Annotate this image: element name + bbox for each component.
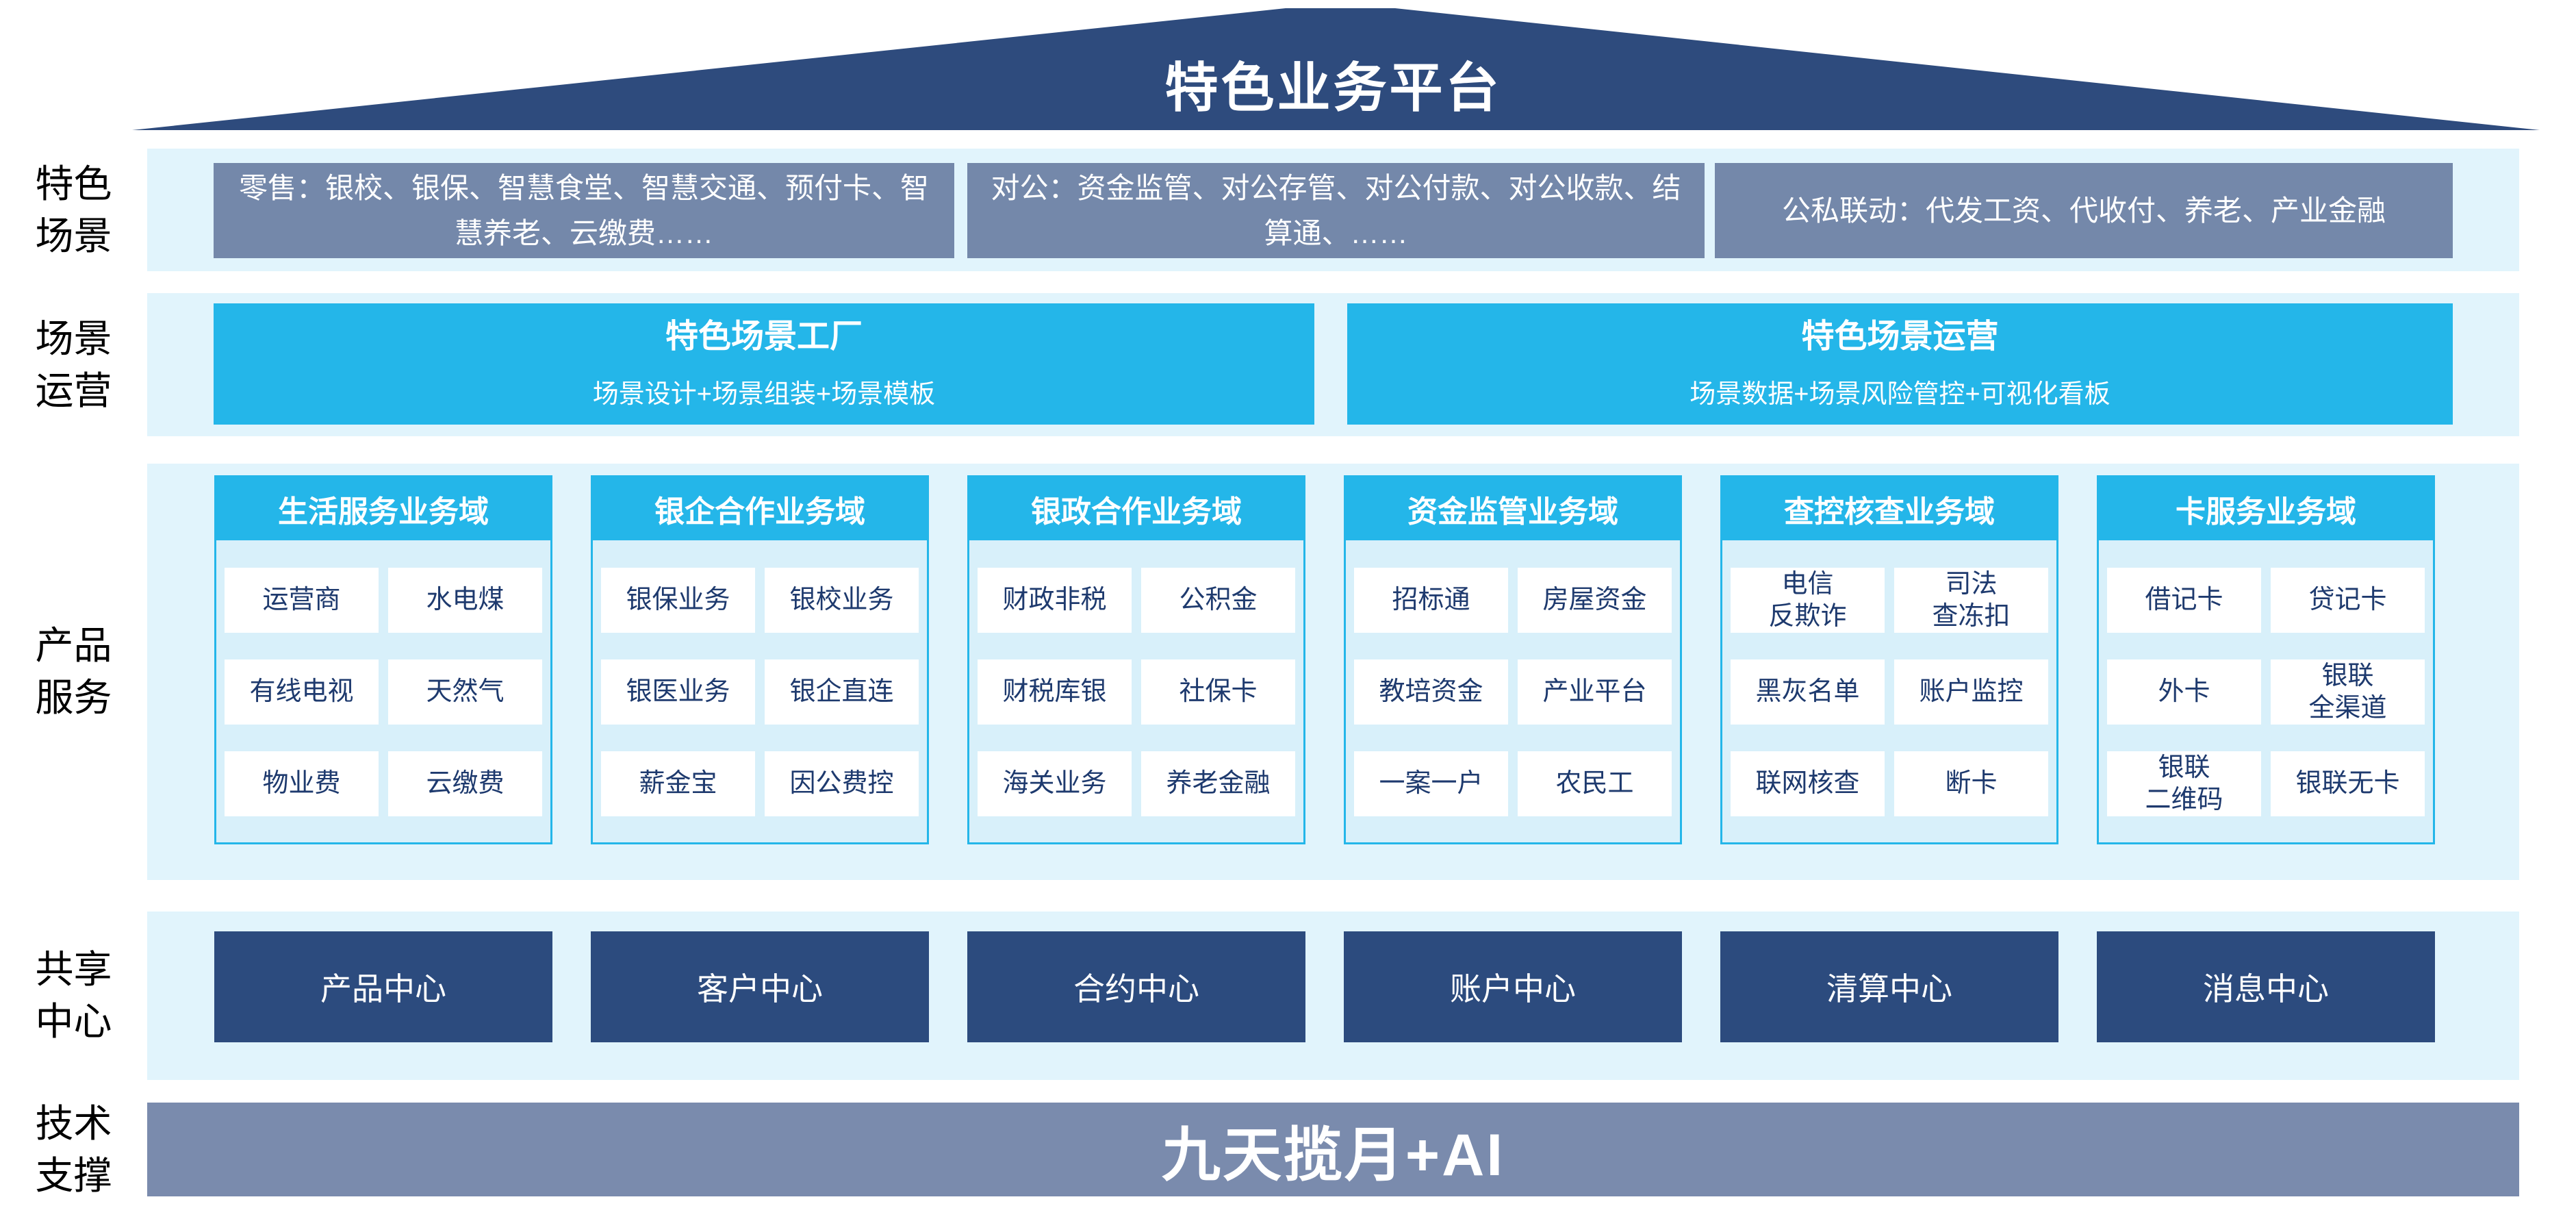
platform-title: 特色业务平台: [1164, 58, 1502, 118]
scenario-factory-subtitle: 场景设计+场景组装+场景模板: [592, 380, 936, 409]
center-box-clearing: 清算中心: [1720, 931, 2058, 1042]
product-cell: 水电煤: [388, 568, 542, 633]
column-header: 卡服务业务域: [2099, 477, 2433, 540]
column-header: 资金监管业务域: [1346, 477, 1680, 540]
product-cell: 贷记卡: [2271, 568, 2425, 633]
scenario-operations-band: 特色场景工厂 场景设计+场景组装+场景模板 特色场景运营 场景数据+场景风险管控…: [147, 293, 2519, 436]
product-column-fund-supervision: 资金监管业务域 招标通 房屋资金 教培资金 产业平台 一案一户 农民工: [1344, 475, 1682, 844]
tech-support-bar: 九天揽月+AI: [147, 1103, 2519, 1196]
product-cell: 电信 反欺诈: [1731, 568, 1885, 633]
column-header: 银企合作业务域: [593, 477, 927, 540]
scenario-box-public-private: 公私联动：代发工资、代收付、养老、产业金融: [1715, 163, 2453, 258]
product-cell: 银联无卡: [2271, 751, 2425, 816]
product-cell: 一案一户: [1354, 751, 1508, 816]
product-cell: 海关业务: [978, 751, 1132, 816]
product-cell: 联网核查: [1731, 751, 1885, 816]
product-cell: 财税库银: [978, 659, 1132, 725]
product-cell: 因公费控: [765, 751, 919, 816]
product-cell: 运营商: [225, 568, 379, 633]
product-cell: 云缴费: [388, 751, 542, 816]
product-cell: 银企直连: [765, 659, 919, 725]
product-cell: 薪金宝: [601, 751, 755, 816]
row-label-shared-centers: 共享 中心: [35, 948, 112, 1043]
product-column-life-services: 生活服务业务域 运营商 水电煤 有线电视 天然气 物业费 云缴费: [214, 475, 552, 844]
column-header: 生活服务业务域: [216, 477, 550, 540]
column-body: 借记卡 贷记卡 外卡 银联 全渠道 银联 二维码 银联无卡: [2099, 540, 2433, 844]
product-cell: 银医业务: [601, 659, 755, 725]
special-scenarios-band: 零售：银校、银保、智慧食堂、智慧交通、预付卡、智慧养老、云缴费…… 对公：资金监…: [147, 149, 2519, 271]
product-cell: 黑灰名单: [1731, 659, 1885, 725]
product-column-inspection-verification: 查控核查业务域 电信 反欺诈 司法 查冻扣 黑灰名单 账户监控 联网核查 断卡: [1720, 475, 2058, 844]
center-box-message: 消息中心: [2097, 931, 2435, 1042]
row-label-tech-support: 技术 支撑: [35, 1101, 112, 1197]
row-label-special-scenarios: 特色 场景: [35, 162, 112, 257]
product-column-card-services: 卡服务业务域 借记卡 贷记卡 外卡 银联 全渠道 银联 二维码 银联无卡: [2097, 475, 2435, 844]
product-cell: 银联 二维码: [2107, 751, 2261, 816]
tech-bar-title: 九天揽月+AI: [1161, 1122, 1505, 1188]
product-cell: 产业平台: [1518, 659, 1672, 725]
product-cell: 银保业务: [601, 568, 755, 633]
product-cell: 养老金融: [1141, 751, 1295, 816]
scenario-operation-box: 特色场景运营 场景数据+场景风险管控+可视化看板: [1347, 303, 2453, 425]
scenario-operation-subtitle: 场景数据+场景风险管控+可视化看板: [1689, 380, 2110, 409]
column-body: 银保业务 银校业务 银医业务 银企直连 薪金宝 因公费控: [593, 540, 927, 844]
product-services-band: 生活服务业务域 运营商 水电煤 有线电视 天然气 物业费 云缴费 银企合作业务域…: [147, 464, 2519, 880]
center-box-customer: 客户中心: [591, 931, 929, 1042]
product-cell: 有线电视: [225, 659, 379, 725]
column-header: 查控核查业务域: [1722, 477, 2056, 540]
product-cell: 司法 查冻扣: [1894, 568, 2048, 633]
product-cell: 断卡: [1894, 751, 2048, 816]
product-cell: 外卡: [2107, 659, 2261, 725]
product-cell: 天然气: [388, 659, 542, 725]
center-box-account: 账户中心: [1344, 931, 1682, 1042]
center-box-product: 产品中心: [214, 931, 552, 1042]
product-cell: 社保卡: [1141, 659, 1295, 725]
product-cell: 招标通: [1354, 568, 1508, 633]
product-cell: 教培资金: [1354, 659, 1508, 725]
product-cell: 借记卡: [2107, 568, 2261, 633]
product-column-bank-enterprise: 银企合作业务域 银保业务 银校业务 银医业务 银企直连 薪金宝 因公费控: [591, 475, 929, 844]
column-body: 电信 反欺诈 司法 查冻扣 黑灰名单 账户监控 联网核查 断卡: [1722, 540, 2056, 844]
scenario-factory-title: 特色场景工厂: [665, 318, 863, 355]
scenario-factory-box: 特色场景工厂 场景设计+场景组装+场景模板: [214, 303, 1314, 425]
product-cell: 房屋资金: [1518, 568, 1672, 633]
row-label-scenario-operations: 场景 运营: [35, 316, 112, 412]
column-header: 银政合作业务域: [969, 477, 1303, 540]
center-box-contract: 合约中心: [967, 931, 1305, 1042]
product-cell: 财政非税: [978, 568, 1132, 633]
product-cell: 银校业务: [765, 568, 919, 633]
product-cell: 农民工: [1518, 751, 1672, 816]
product-column-bank-government: 银政合作业务域 财政非税 公积金 财税库银 社保卡 海关业务 养老金融: [967, 475, 1305, 844]
column-body: 招标通 房屋资金 教培资金 产业平台 一案一户 农民工: [1346, 540, 1680, 844]
column-body: 财政非税 公积金 财税库银 社保卡 海关业务 养老金融: [969, 540, 1303, 844]
row-label-product-services: 产品 服务: [35, 624, 112, 719]
column-body: 运营商 水电煤 有线电视 天然气 物业费 云缴费: [216, 540, 550, 844]
scenario-box-corporate: 对公：资金监管、对公存管、对公付款、对公收款、结算通、……: [967, 163, 1705, 258]
product-cell: 物业费: [225, 751, 379, 816]
product-cell: 账户监控: [1894, 659, 2048, 725]
product-cell: 公积金: [1141, 568, 1295, 633]
scenario-box-retail: 零售：银校、银保、智慧食堂、智慧交通、预付卡、智慧养老、云缴费……: [214, 163, 954, 258]
product-cell: 银联 全渠道: [2271, 659, 2425, 725]
scenario-operation-title: 特色场景运营: [1801, 318, 1999, 355]
shared-centers-band: 产品中心 客户中心 合约中心 账户中心 清算中心 消息中心: [147, 912, 2519, 1080]
